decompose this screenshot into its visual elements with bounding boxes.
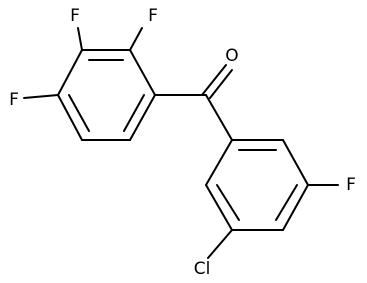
bond [282, 184, 309, 231]
bond [205, 94, 233, 141]
bond-c-o-double [209, 69, 233, 99]
double-bond-inner [123, 94, 145, 132]
atom-label-fluorine: F [346, 175, 356, 195]
bond [129, 94, 156, 141]
atom-label-chlorine: Cl [194, 259, 211, 279]
bond [282, 139, 309, 186]
atom-label-fluorine: F [9, 90, 19, 110]
bond [205, 139, 233, 186]
bond [57, 94, 83, 141]
bond [57, 49, 83, 96]
double-bond-inner [275, 184, 298, 221]
atom-label-oxygen: O [225, 46, 238, 66]
atom-label-fluorine: F [148, 6, 158, 26]
bond-c-cl [207, 229, 233, 259]
bond-c-f [77, 27, 83, 51]
trifluorophenyl-ring [57, 49, 156, 141]
double-bond-inner [68, 94, 90, 132]
bond [129, 49, 156, 96]
atom-label-fluorine: F [70, 6, 80, 26]
bond-c-o-double [201, 64, 227, 96]
bond-c-f [129, 27, 143, 51]
bond-c-f [23, 94, 59, 99]
double-bond-inner [216, 184, 240, 221]
chlorofluorophenyl-ring [205, 139, 309, 231]
carbonyl-group [154, 64, 233, 141]
bond [205, 184, 233, 231]
